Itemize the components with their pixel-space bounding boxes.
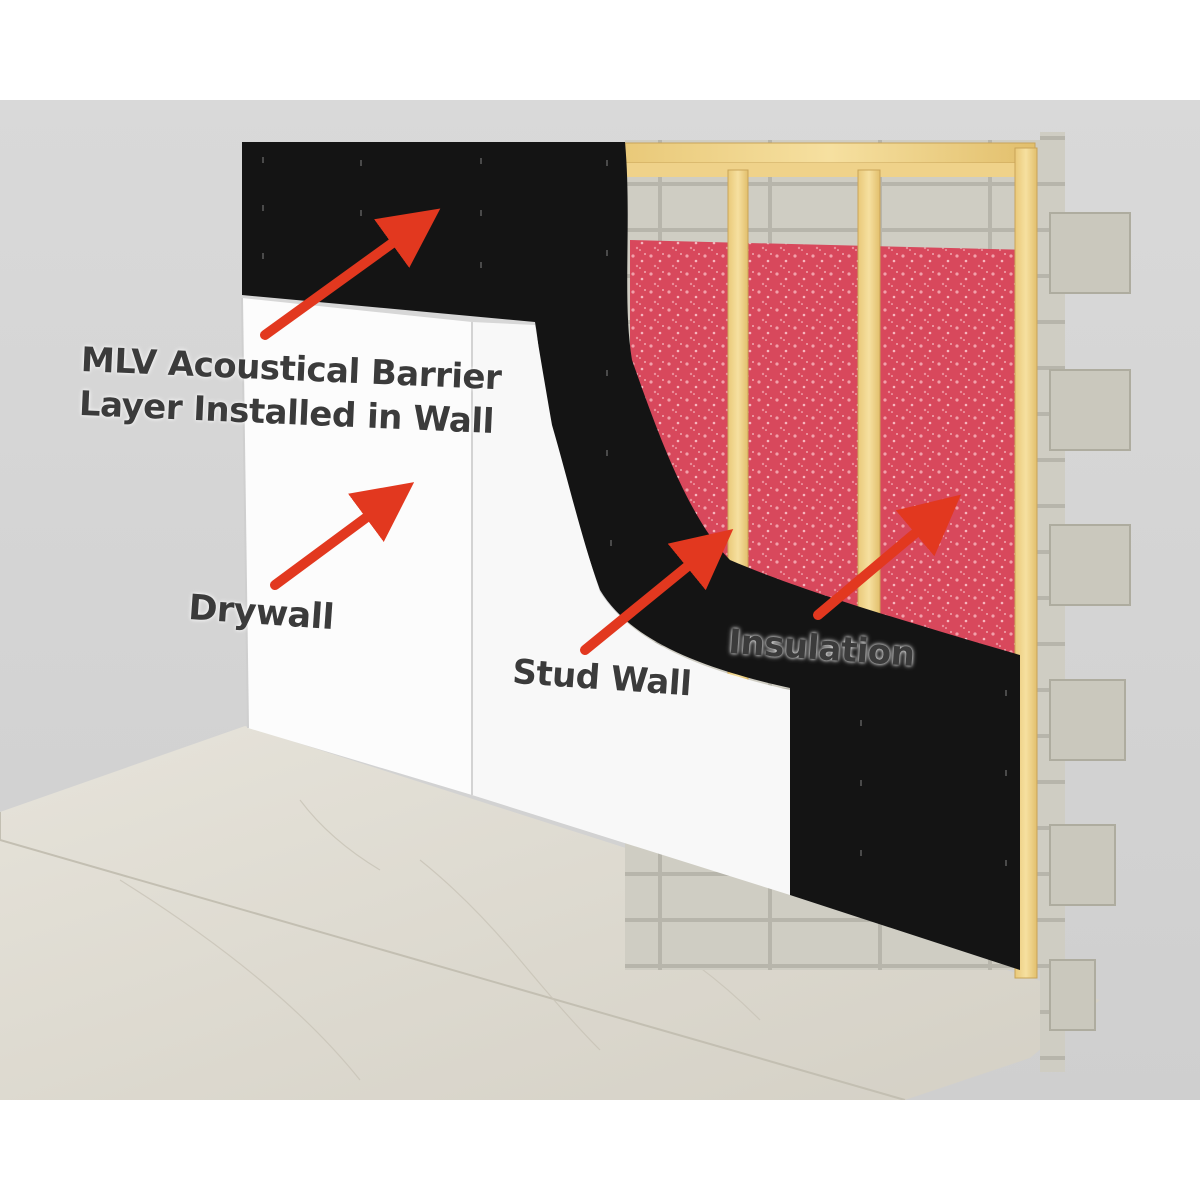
drywall-panel-left (242, 298, 472, 795)
callout-arrows (260, 208, 961, 655)
drywall-panel-right (472, 322, 790, 895)
arrow-insulation (813, 494, 961, 620)
arrow-drywall (270, 482, 415, 590)
concrete-floor (0, 726, 1100, 1100)
mlv-barrier (242, 142, 1020, 970)
label-mlv-barrier: MLV Acoustical Barrier Layer Installed i… (78, 338, 502, 445)
arrow-mlv (260, 208, 441, 340)
arrow-stud-wall (580, 529, 734, 655)
